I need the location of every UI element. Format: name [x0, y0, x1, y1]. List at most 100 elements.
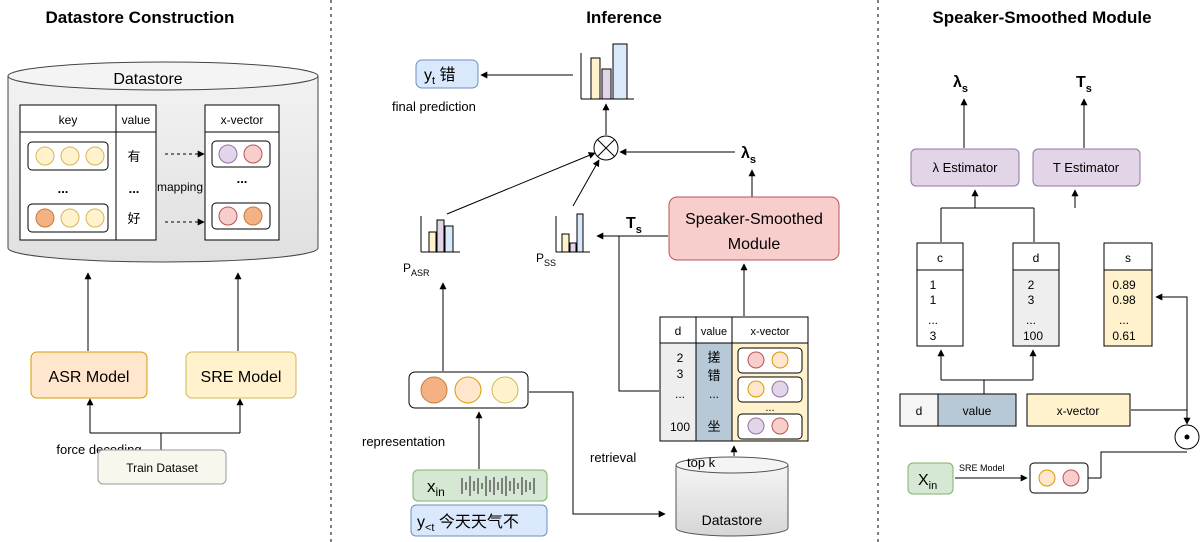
retrieval-label: retrieval — [590, 450, 636, 465]
right-x-in-box — [907, 462, 954, 495]
value-cell-2: 好 — [127, 211, 140, 226]
d-value-3: ... — [1026, 313, 1036, 327]
s-value-4: 0.61 — [1112, 329, 1136, 343]
t-estimator-label: T Estimator — [1053, 160, 1120, 175]
s-header: s — [1125, 251, 1131, 265]
p-asr-label: PASR — [403, 261, 430, 278]
xvector-header: x-vector — [221, 113, 264, 127]
table-d-header: d — [675, 324, 682, 338]
waveform-icon — [461, 476, 535, 496]
d-label: d — [916, 404, 923, 418]
representation-label: representation — [362, 434, 445, 449]
table-xvector-row-3 — [737, 413, 803, 440]
sre-model-box — [185, 351, 297, 399]
datastore-cylinder-small — [675, 456, 789, 537]
table-value-header: value — [701, 326, 727, 338]
c-column — [916, 242, 964, 347]
table-d-value-1: 2 — [677, 351, 684, 365]
table-d-value-2: 3 — [677, 367, 684, 381]
odot-to-s-arrow — [1155, 293, 1188, 424]
right-x-in-label: Xin — [918, 472, 937, 492]
y-prefix-box — [410, 504, 548, 537]
train-dataset-label: Train Dataset — [126, 461, 198, 475]
datastore-label: Datastore — [113, 71, 182, 88]
lambda-s-label: λs — [741, 145, 756, 166]
asr-model-box — [30, 351, 148, 399]
table-xvector-row-1 — [737, 347, 803, 374]
final-distribution-chart — [580, 43, 634, 100]
ssm-label-line2: Module — [728, 236, 781, 253]
x-in-label: xin — [427, 477, 445, 499]
right-t-label: Ts — [1076, 74, 1092, 95]
value-ellipsis: ... — [129, 181, 140, 196]
yt-output-box — [415, 59, 479, 89]
d-value-2: 3 — [1028, 293, 1035, 307]
d-label-box — [899, 393, 939, 427]
key-row-1 — [27, 141, 109, 171]
c-header: c — [937, 251, 943, 265]
d-value-4: 100 — [1023, 329, 1043, 343]
d-value-1: 2 — [1028, 278, 1035, 292]
xvector-to-odot-arrow — [1131, 409, 1191, 425]
s-value-2: 0.98 — [1112, 293, 1136, 307]
s-column — [1103, 242, 1153, 347]
table-xvector-row-2 — [737, 376, 803, 403]
xvector-ellipsis: ... — [237, 171, 248, 186]
right-lambda-label: λs — [953, 74, 968, 95]
middle-section-title: Inference — [586, 8, 662, 27]
table-value-char-4: 坐 — [707, 419, 720, 434]
lambda-estimator-label: λ Estimator — [932, 160, 998, 175]
s-value-1: 0.89 — [1112, 278, 1136, 292]
table-xvector-header: x-vector — [750, 326, 789, 338]
table-value-char-2: 错 — [707, 368, 720, 383]
candidate-to-odot-line — [1100, 451, 1187, 478]
value-label-box — [937, 393, 1017, 427]
xvector-row-1 — [211, 140, 271, 168]
table-xvector-ellipsis: ... — [765, 402, 774, 414]
combine-operator — [593, 135, 619, 161]
datastore-small-label: Datastore — [702, 512, 763, 528]
right-section-title: Speaker-Smoothed Module — [932, 8, 1151, 27]
yt-label: yt 错 — [424, 66, 456, 87]
key-row-2 — [27, 203, 109, 233]
t-s-label: Ts — [626, 215, 642, 236]
final-prediction-label: final prediction — [392, 99, 476, 114]
value-label: value — [963, 404, 992, 418]
table-d-value-3: ... — [675, 387, 685, 401]
t-estimator-box — [1032, 148, 1141, 187]
key-ellipsis: ... — [58, 181, 69, 196]
retrieval-arrow — [529, 391, 666, 518]
table-value-char-3: ... — [709, 387, 719, 401]
y-prefix-label: y<t 今天天气不 — [417, 513, 519, 534]
c-value-2: 1 — [930, 293, 937, 307]
right-xvector-label: x-vector — [1057, 404, 1100, 418]
right-xvector-box — [1026, 393, 1131, 427]
c-value-3: ... — [928, 313, 938, 327]
c-value-1: 1 — [930, 278, 937, 292]
value-cell-1: 有 — [127, 149, 140, 164]
asr-model-label: ASR Model — [49, 369, 130, 386]
c-value-4: 3 — [930, 329, 937, 343]
sre-model-label: SRE Model — [201, 369, 282, 386]
left-section-title: Datastore Construction — [46, 8, 235, 27]
key-header: key — [59, 113, 78, 127]
d-header: d — [1033, 251, 1040, 265]
speaker-vector — [1029, 462, 1089, 494]
top-k-label: top k — [687, 455, 716, 470]
ssm-label-line1: Speaker-Smoothed — [685, 211, 823, 228]
s-value-3: ... — [1119, 313, 1129, 327]
table-d-value-4: 100 — [670, 420, 690, 434]
p-asr-chart — [420, 216, 460, 253]
d-column — [1012, 242, 1060, 347]
value-header: value — [122, 113, 151, 127]
ssm-box — [668, 196, 840, 261]
p-ss-chart — [555, 213, 590, 253]
p-ss-to-combine-arrow — [572, 159, 600, 207]
xvector-row-2 — [211, 202, 271, 230]
sre-model-small-label: SRE Model — [959, 463, 1005, 473]
table-to-pss-line — [606, 235, 659, 392]
p-ss-label: PSS — [536, 251, 556, 268]
table-value-char-1: 搓 — [707, 350, 720, 365]
mapping-label: mapping — [157, 180, 203, 194]
